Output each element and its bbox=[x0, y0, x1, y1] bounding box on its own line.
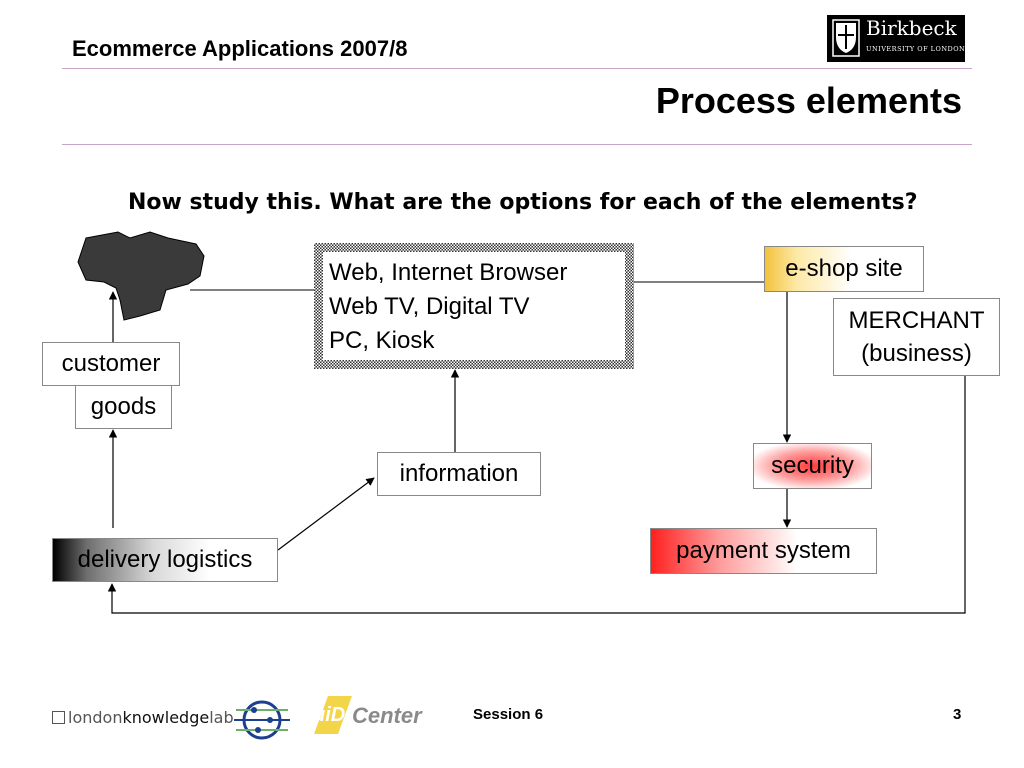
question-text: Now study this. What are the options for… bbox=[128, 190, 918, 215]
customer-shape-icon bbox=[77, 231, 205, 321]
network-circle-icon bbox=[234, 700, 290, 740]
uid-center-logo bbox=[314, 696, 352, 734]
channel-box: Web, Internet Browser Web TV, Digital TV… bbox=[323, 252, 625, 360]
uid-center-text: Center bbox=[352, 703, 422, 728]
security-box: security bbox=[753, 443, 872, 489]
lkl-part1: london bbox=[68, 708, 123, 727]
uid-prefix: uiD bbox=[313, 704, 346, 726]
birkbeck-name: Birkbeck bbox=[866, 16, 957, 40]
square-icon bbox=[52, 711, 65, 724]
lkl-part2: knowledge bbox=[122, 708, 210, 727]
slide-title: Process elements bbox=[655, 80, 962, 121]
course-title: Ecommerce Applications 2007/8 bbox=[72, 36, 408, 61]
delivery-box: delivery logistics bbox=[52, 538, 278, 582]
session-label: Session 6 bbox=[473, 706, 544, 723]
crest-icon bbox=[832, 19, 860, 57]
merchant-line-2: (business) bbox=[861, 340, 972, 367]
information-box: information bbox=[377, 452, 541, 496]
payment-box: payment system bbox=[650, 528, 877, 574]
title-divider bbox=[62, 144, 972, 145]
merchant-line-1: MERCHANT bbox=[848, 307, 985, 334]
page-number: 3 bbox=[953, 706, 962, 723]
channel-line-1: Web, Internet Browser bbox=[329, 259, 568, 286]
channel-line-2: Web TV, Digital TV bbox=[329, 293, 530, 320]
channel-line-3: PC, Kiosk bbox=[329, 327, 435, 354]
merchant-box: MERCHANT (business) bbox=[833, 298, 1000, 376]
birkbeck-logo bbox=[827, 15, 965, 62]
goods-box: goods bbox=[75, 385, 172, 429]
birkbeck-subtitle: UNIVERSITY OF LONDON bbox=[866, 45, 966, 53]
customer-box: customer bbox=[42, 342, 180, 386]
eshop-box: e-shop site bbox=[764, 246, 924, 292]
header-divider bbox=[62, 68, 972, 69]
lkl-part3: lab bbox=[209, 708, 234, 727]
